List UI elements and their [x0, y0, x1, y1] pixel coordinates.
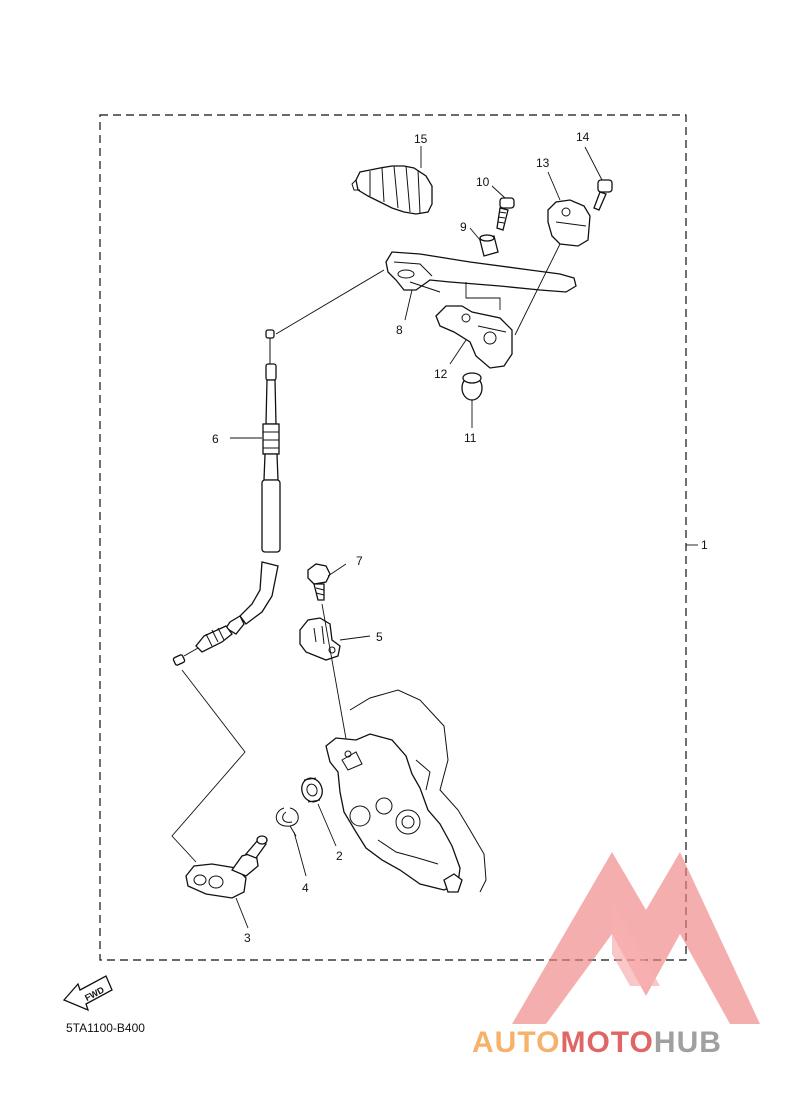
callout-9: 9 — [460, 220, 467, 234]
callout-5-leader — [339, 635, 371, 641]
clamp-assembly-link — [514, 243, 561, 336]
part-5-cable-holder — [299, 617, 341, 661]
callout-3: 3 — [244, 931, 251, 945]
cable-link-lever — [275, 269, 385, 335]
part-10-bolt — [496, 197, 515, 231]
part-7-bolt — [307, 563, 331, 601]
callout-1: 1 — [701, 538, 708, 552]
callout-14-leader — [584, 146, 603, 181]
part-6-clutch-cable — [172, 329, 281, 666]
cable-link-lower — [171, 669, 246, 863]
watermark-logo — [512, 852, 760, 1024]
part-14-bolt — [593, 179, 613, 211]
callout-4-leader — [293, 831, 307, 877]
callout-15: 15 — [414, 132, 428, 146]
callout-7: 7 — [356, 554, 363, 568]
callout-5: 5 — [376, 630, 383, 644]
callout-12: 12 — [434, 367, 448, 381]
callout-4: 4 — [302, 881, 309, 895]
svg-text:AUTOMOTOHUB: AUTOMOTOHUB — [472, 1026, 722, 1059]
part-3-push-lever — [185, 835, 268, 899]
callout-13-leader — [547, 171, 561, 201]
diagram-code: 5TA1100-B400 — [66, 1021, 145, 1035]
watermark-text: AUTOMOTOHUB — [472, 1026, 722, 1059]
callout-11: 11 — [464, 431, 477, 445]
callout-10: 10 — [476, 175, 490, 189]
callout-6: 6 — [212, 432, 219, 446]
callout-3-leader — [235, 897, 249, 929]
callout-8: 8 — [396, 323, 403, 337]
callout-10-leader — [491, 185, 506, 199]
engine-crankcase — [325, 689, 487, 893]
callout-2-leader — [317, 803, 337, 847]
watermark-hub: HUB — [654, 1026, 722, 1059]
part-11-adjuster — [461, 372, 483, 401]
callout-12-leader — [449, 339, 467, 365]
holder-link — [321, 603, 349, 751]
callout-7-leader — [327, 563, 347, 577]
part-15-grip — [351, 165, 433, 215]
part-4-spring — [275, 807, 299, 837]
callout-14: 14 — [576, 130, 590, 144]
watermark-auto: AUTO — [472, 1026, 560, 1059]
callout-13: 13 — [536, 156, 550, 170]
callout-9-leader — [469, 227, 481, 241]
watermark-moto: MOTO — [560, 1026, 653, 1059]
assembly-boundary — [99, 114, 687, 961]
part-12-lever-holder — [435, 305, 513, 369]
fwd-arrow-icon: FWD — [62, 975, 113, 1012]
lever-assembly-link — [465, 282, 501, 310]
callout-8-leader — [404, 289, 413, 321]
part-8-clutch-lever — [385, 251, 577, 293]
callout-2: 2 — [336, 849, 343, 863]
part-9-collar — [479, 234, 499, 257]
part-13-clamp — [547, 199, 591, 247]
part-2-oil-seal — [301, 777, 323, 803]
